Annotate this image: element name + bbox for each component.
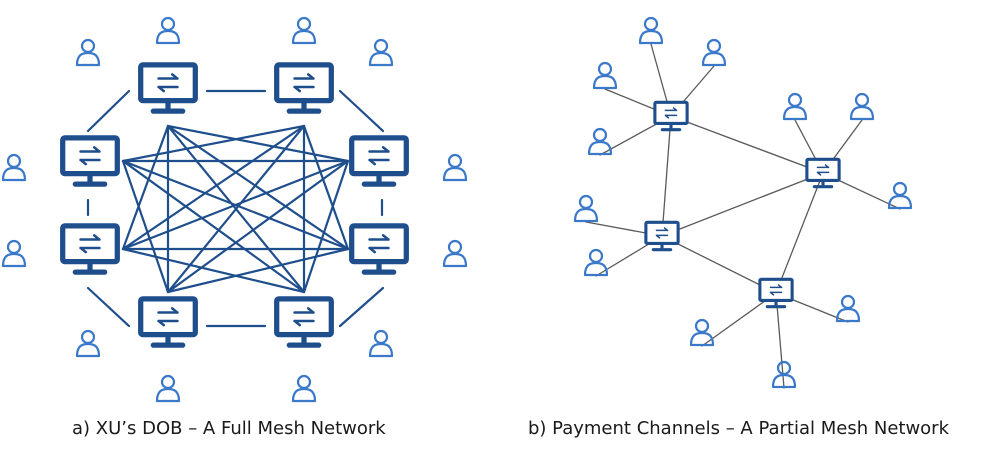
mesh-link xyxy=(121,124,170,251)
mesh-link xyxy=(166,124,350,163)
ring-link xyxy=(338,286,385,328)
server-node xyxy=(60,135,120,187)
server-node xyxy=(138,62,198,114)
user-icon xyxy=(573,194,599,223)
server-node xyxy=(805,157,841,189)
mesh-link xyxy=(121,159,170,294)
user-icon xyxy=(442,153,468,182)
full-mesh-nodes xyxy=(60,62,409,348)
partial-mesh-nodes xyxy=(644,100,841,309)
user-icon xyxy=(835,294,861,323)
channel-link xyxy=(661,235,777,294)
channel-link xyxy=(670,115,824,174)
user-icon xyxy=(368,329,394,358)
user-icon xyxy=(1,153,27,182)
user-link xyxy=(775,292,785,389)
server-node xyxy=(274,296,334,348)
server-node xyxy=(349,135,409,187)
mesh-link xyxy=(121,159,350,251)
user-icon xyxy=(771,360,797,389)
mesh-link xyxy=(121,124,306,251)
channel-link xyxy=(775,172,824,294)
user-icon xyxy=(75,329,101,358)
user-icon xyxy=(1,239,27,268)
server-node xyxy=(349,223,409,275)
user-icon xyxy=(155,16,181,45)
ring-link xyxy=(338,89,385,133)
full-mesh-links xyxy=(86,89,385,328)
mesh-link xyxy=(166,247,350,294)
channel-link xyxy=(661,172,824,237)
user-icon xyxy=(368,38,394,67)
user-icon xyxy=(638,16,664,45)
user-icon xyxy=(849,92,875,121)
partial-mesh-users xyxy=(573,16,913,389)
mesh-link xyxy=(302,124,350,251)
channel-link xyxy=(661,115,672,237)
user-icon xyxy=(75,38,101,67)
user-icon xyxy=(442,239,468,268)
user-icon xyxy=(587,127,613,156)
server-node xyxy=(758,277,794,309)
ring-link xyxy=(86,286,131,328)
server-node xyxy=(644,220,680,252)
server-node xyxy=(274,62,334,114)
server-node xyxy=(60,223,120,275)
user-icon xyxy=(155,374,181,403)
user-icon xyxy=(592,61,618,90)
mesh-link xyxy=(121,247,306,294)
mesh-link xyxy=(302,159,350,294)
caption-partial-mesh: b) Payment Channels – A Partial Mesh Net… xyxy=(528,418,950,439)
partial-mesh-links xyxy=(585,43,901,389)
caption-full-mesh: a) XU’s DOB – A Full Mesh Network xyxy=(72,418,386,439)
mesh-link xyxy=(166,159,350,294)
user-icon xyxy=(583,248,609,277)
full-mesh-users xyxy=(1,16,468,403)
user-icon xyxy=(701,38,727,67)
server-node xyxy=(653,100,689,132)
user-icon xyxy=(689,318,715,347)
server-node xyxy=(138,296,198,348)
mesh-link xyxy=(121,159,306,294)
mesh-link xyxy=(121,124,306,163)
user-icon xyxy=(887,181,913,210)
user-icon xyxy=(291,374,317,403)
ring-link xyxy=(86,89,131,133)
user-icon xyxy=(291,16,317,45)
user-icon xyxy=(782,92,808,121)
